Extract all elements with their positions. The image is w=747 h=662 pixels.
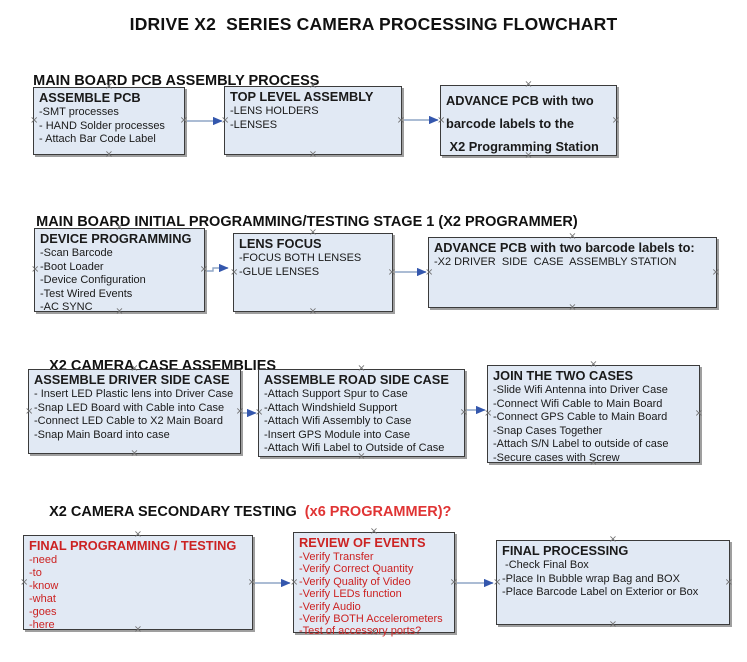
- step-item: -Connect GPS Cable to Main Board: [493, 411, 668, 423]
- step-item: -Verify BOTH Accelerometers: [299, 613, 443, 626]
- box-review-of-events: REVIEW OF EVENTS -Verify Transfer -Verif…: [290, 527, 458, 638]
- step-item: -Snap LED Board with Cable into Case: [34, 401, 225, 414]
- box-advance-pcb-programming-station: ADVANCE PCB with two barcode labels to t…: [437, 80, 620, 161]
- box-advance-pcb-driver-side-station: ADVANCE PCB with two barcode labels to: …: [425, 232, 720, 313]
- step-item: -Place Barcode Label on Exterior or Box: [502, 586, 699, 598]
- section-heading-text: MAIN BOARD PCB ASSEMBLY PROCESS: [33, 73, 320, 89]
- box-title-line: X2 Programming Station: [446, 139, 599, 154]
- step-item: -SMT processes: [39, 106, 119, 118]
- box-title-line: ADVANCE PCB with two: [446, 93, 594, 108]
- step-item: -Attach Wifi Assembly to Case: [264, 415, 412, 427]
- box-lens-focus: LENS FOCUS -FOCUS BOTH LENSES -GLUE LENS…: [230, 228, 396, 317]
- box-final-programming-testing: FINAL PROGRAMMING / TESTING -need -to -k…: [20, 530, 256, 635]
- box-title: ASSEMBLE DRIVER SIDE CASE: [34, 372, 230, 387]
- box-device-programming: DEVICE PROGRAMMING -Scan Barcode -Boot L…: [31, 223, 208, 317]
- box-title: LENS FOCUS: [239, 236, 322, 251]
- box-top-level-assembly: TOP LEVEL ASSEMBLY -LENS HOLDERS -LENSES…: [221, 81, 405, 160]
- box-title: ASSEMBLE PCB: [39, 90, 141, 105]
- box-final-processing: FINAL PROCESSING -Check Final Box -Place…: [493, 535, 733, 630]
- section-heading-text: X2 CAMERA SECONDARY TESTING: [49, 504, 305, 520]
- step-item: - Attach Bar Code Label: [39, 133, 156, 145]
- box-join-the-two-cases: JOIN THE TWO CASES -Slide Wifi Antenna i…: [484, 360, 703, 468]
- step-item: -Verify LEDs function: [299, 588, 402, 601]
- section-heading-secondary-testing: X2 CAMERA SECONDARY TESTING (x6 PROGRAMM…: [33, 488, 451, 536]
- step-item: -Test of accessory ports?: [299, 625, 422, 638]
- box-title: ADVANCE PCB with two barcode labels to:: [434, 240, 695, 255]
- step-item: -Test Wired Events: [40, 287, 133, 300]
- box-title: DEVICE PROGRAMMING: [40, 231, 192, 246]
- box-title: FINAL PROGRAMMING / TESTING: [29, 538, 237, 553]
- box-title-line: barcode labels to the: [446, 116, 575, 131]
- step-item: -Insert GPS Module into Case: [264, 428, 411, 441]
- section-heading-pcb-assembly: MAIN BOARD PCB ASSEMBLY PROCESS: [17, 57, 319, 105]
- step-item: -X2 DRIVER SIDE CASE ASSEMBLY STATION: [434, 256, 677, 268]
- step-item: -Verify Transfer: [299, 551, 374, 563]
- step-item: -Attach S/N Label to outside of case: [493, 438, 669, 450]
- box-assemble-road-side-case: ASSEMBLE ROAD SIDE CASE -Attach Support …: [255, 364, 468, 462]
- step-item: -know: [29, 580, 59, 592]
- section-heading-text: MAIN BOARD INITIAL PROGRAMMING/TESTING S…: [36, 214, 578, 230]
- step-item: -Attach Windshield Support: [264, 401, 398, 414]
- box-assemble-driver-side-case: ASSEMBLE DRIVER SIDE CASE - Insert LED P…: [25, 364, 244, 459]
- section-heading-red-suffix: (x6 PROGRAMMER)?: [304, 504, 452, 520]
- page-title: IDRIVE X2 SERIES CAMERA PROCESSING FLOWC…: [129, 14, 618, 34]
- box-title: TOP LEVEL ASSEMBLY: [230, 89, 374, 104]
- box-title: REVIEW OF EVENTS: [299, 535, 426, 550]
- step-item: -Place In Bubble wrap Bag and BOX: [502, 572, 680, 585]
- step-item: -Boot Loader: [40, 260, 104, 273]
- step-item: -Connect LED Cable to X2 Main Board: [34, 415, 223, 427]
- step-item: -Scan Barcode: [40, 247, 113, 259]
- step-item: -Connect Wifi Cable to Main Board: [493, 397, 663, 410]
- box-assemble-pcb: ASSEMBLE PCB -SMT processes - HAND Solde…: [30, 82, 188, 160]
- step-item: -here: [29, 619, 55, 631]
- step-item: -Snap Cases Together: [493, 424, 603, 437]
- step-item: -need: [29, 554, 58, 566]
- step-item: -Verify Audio: [299, 600, 361, 613]
- step-item: -Secure cases with Screw: [493, 451, 620, 464]
- step-item: -Attach Wifi Label to Outside of Case: [264, 442, 445, 454]
- step-item: -Slide Wifi Antenna into Driver Case: [493, 384, 668, 396]
- step-item: -Device Configuration: [40, 274, 146, 286]
- step-item: -FOCUS BOTH LENSES: [239, 252, 362, 264]
- step-item: -to: [29, 567, 42, 579]
- step-item: -Verify Quality of Video: [299, 575, 411, 588]
- box-title: FINAL PROCESSING: [502, 543, 629, 558]
- box-title: ASSEMBLE ROAD SIDE CASE: [264, 372, 449, 387]
- step-item: -Snap Main Board into case: [34, 428, 170, 441]
- step-item: -Verify Correct Quantity: [299, 563, 414, 576]
- step-item: -LENS HOLDERS: [230, 105, 319, 117]
- step-item: -Check Final Box: [502, 559, 589, 571]
- step-item: -AC SYNC: [40, 301, 93, 313]
- step-item: -goes: [29, 606, 57, 618]
- step-item: -GLUE LENSES: [239, 265, 320, 278]
- step-item: - HAND Solder processes: [39, 119, 165, 132]
- box-title: JOIN THE TWO CASES: [493, 368, 634, 383]
- step-item: -LENSES: [230, 118, 278, 131]
- step-item: -Attach Support Spur to Case: [264, 388, 408, 400]
- step-item: - Insert LED Plastic lens into Driver Ca…: [34, 388, 234, 400]
- section-heading-initial-programming: MAIN BOARD INITIAL PROGRAMMING/TESTING S…: [20, 198, 578, 246]
- step-item: -what: [29, 593, 56, 605]
- connector-arrow: [206, 263, 229, 273]
